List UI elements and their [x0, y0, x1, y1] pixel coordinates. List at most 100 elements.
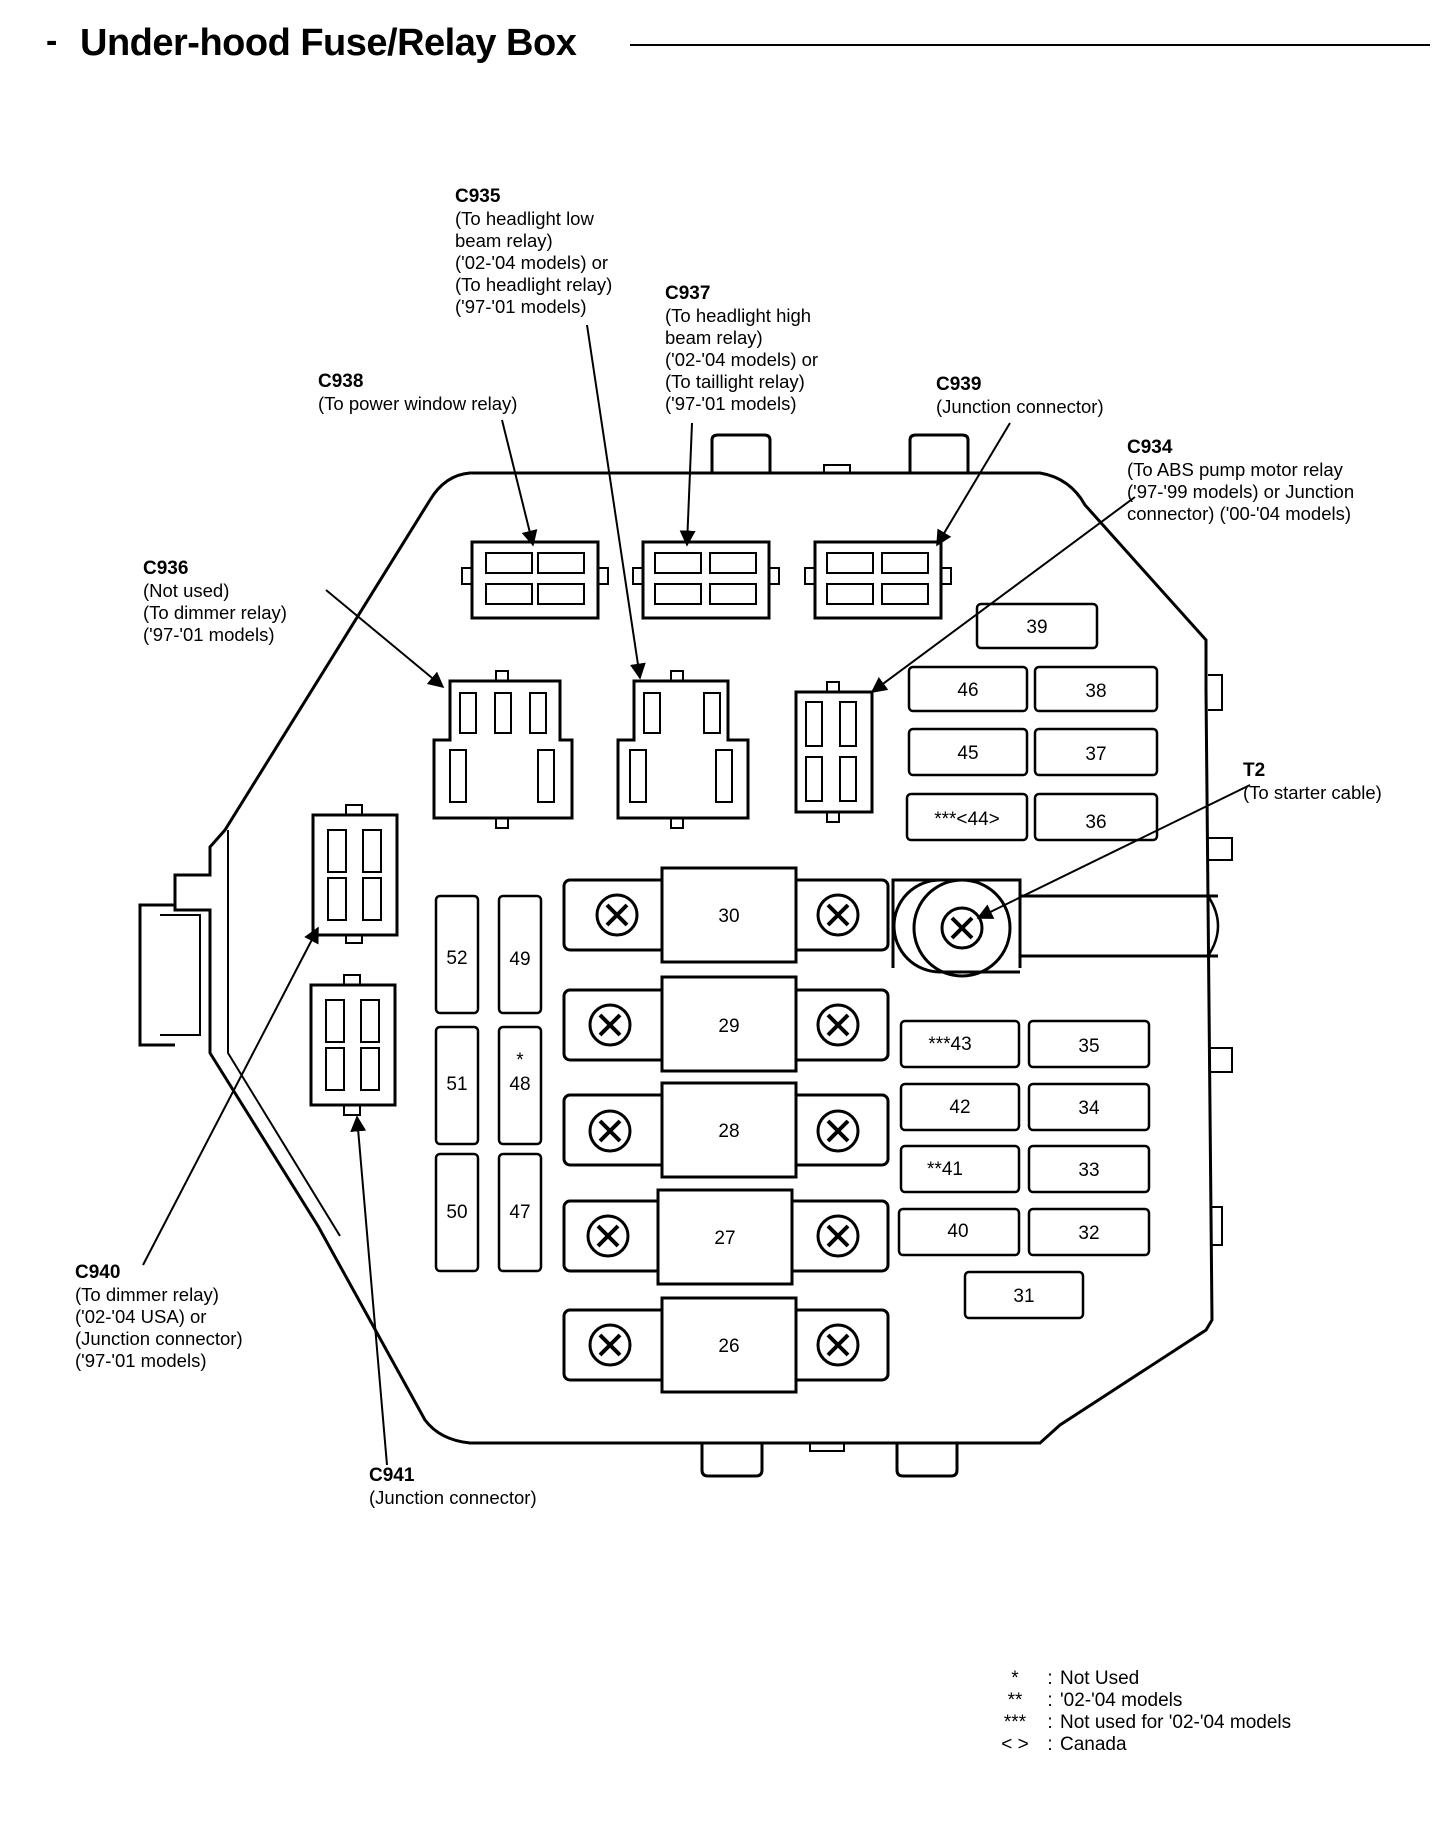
fuse-50 — [434, 1152, 480, 1273]
connector-desc: ('97-'01 models) — [143, 624, 275, 645]
right-tab — [1208, 837, 1233, 861]
fuse-label: 34 — [1078, 1098, 1100, 1119]
fuse-37 — [1033, 727, 1159, 777]
connector-desc: ('02-'04 models) or — [665, 349, 819, 370]
bottom-clip — [809, 1442, 845, 1452]
fuse-34 — [1027, 1082, 1151, 1132]
callout-c937: C937 (To headlight high beam relay) ('02… — [665, 283, 818, 415]
fuse-label: 47 — [509, 1202, 530, 1223]
connector-desc: ('97-'01 models) — [75, 1350, 207, 1371]
fuse-33 — [1027, 1144, 1151, 1194]
callout-c934: C934 (To ABS pump motor relay ('97-'99 m… — [1127, 437, 1354, 525]
legend: * : Not Used ** : '02-'04 models *** : N… — [990, 1668, 1291, 1756]
legend-row: * : Not Used — [990, 1668, 1291, 1690]
fuse-41 — [899, 1144, 1021, 1194]
fuse-label: 39 — [1026, 617, 1047, 638]
top-tab — [710, 433, 772, 473]
connector-desc: (To dimmer relay) — [143, 602, 287, 623]
fuse-40 — [897, 1207, 1021, 1257]
leader-c938 — [501, 419, 538, 547]
callout-c939: C939 (Junction connector) — [936, 374, 1104, 418]
legend-desc: Canada — [1060, 1734, 1127, 1755]
fuse-43 — [899, 1019, 1021, 1069]
leader-c940 — [142, 926, 319, 1266]
legend-symbol: ** — [1007, 1690, 1023, 1711]
connector-desc: (To power window relay) — [318, 393, 518, 414]
connector-desc: connector) ('00-'04 models) — [1127, 503, 1352, 524]
connector-code: C940 — [75, 1262, 121, 1283]
connector-code: C935 — [455, 186, 501, 207]
fuse-48 — [497, 1025, 543, 1146]
legend-row: < > : Canada — [990, 1734, 1291, 1756]
fuse-label: 51 — [446, 1074, 467, 1095]
starter-terminal — [892, 878, 1020, 974]
right-tab — [1210, 1047, 1233, 1073]
fuse-35 — [1027, 1019, 1151, 1069]
fuse-52 — [434, 894, 480, 1015]
legend-desc: Not used for '02-'04 models — [1060, 1712, 1292, 1733]
fuse-47 — [497, 1152, 543, 1273]
connector-desc: (Junction connector) — [75, 1328, 243, 1349]
connector-desc: ('02-'04 models) or — [455, 252, 609, 273]
leader-c935 — [586, 324, 646, 680]
connector-code: C937 — [665, 283, 711, 304]
leader-c937 — [679, 422, 696, 547]
left-latch — [138, 903, 175, 1047]
fuse-label: 35 — [1078, 1036, 1099, 1057]
maxi-fuse-27 — [562, 1188, 890, 1286]
fuse-38 — [1033, 665, 1159, 713]
connector-desc: (Junction connector) — [936, 396, 1104, 417]
starter-cable-end — [1206, 895, 1220, 957]
legend-symbol: * — [1011, 1668, 1019, 1689]
leader-c936 — [325, 589, 445, 689]
connector-c940-socket — [311, 804, 399, 944]
fuse-label: 31 — [1013, 1286, 1034, 1307]
fuse-label: 48 — [509, 1074, 530, 1095]
leader-c934 — [870, 496, 1136, 693]
legend-desc: Not Used — [1060, 1668, 1140, 1689]
connector-desc: ('97-'01 models) — [665, 393, 797, 414]
fuse-label: 33 — [1078, 1160, 1099, 1181]
callout-c940: C940 (To dimmer relay) ('02-'04 USA) or … — [75, 1262, 243, 1372]
connector-desc: (Not used) — [143, 580, 230, 601]
connector-code: C941 — [369, 1465, 415, 1486]
callout-c938: C938 (To power window relay) — [318, 371, 517, 415]
connector-desc: ('97-'01 models) — [455, 296, 587, 317]
legend-symbol: < > — [1001, 1734, 1029, 1755]
fuse-label: * — [516, 1050, 524, 1071]
callout-c935: C935 (To headlight low beam relay) ('02-… — [455, 186, 612, 318]
connector-desc: ('97-'99 models) or Junction — [1127, 481, 1355, 502]
right-tab — [1208, 674, 1223, 711]
fuse-label: 46 — [957, 680, 978, 701]
relay-socket-c937 — [632, 540, 780, 620]
relay-socket-c939 — [804, 540, 952, 620]
connector-desc: (To dimmer relay) — [75, 1284, 219, 1305]
fuse-label: 52 — [446, 948, 467, 969]
leader-c939 — [936, 422, 1011, 547]
fuse-39 — [975, 602, 1099, 650]
fuse-label: 38 — [1085, 681, 1106, 702]
callout-c941: C941 (Junction connector) — [369, 1465, 537, 1509]
fuse-42 — [899, 1082, 1021, 1132]
connector-desc: beam relay) — [455, 230, 553, 251]
top-clip — [823, 464, 851, 474]
legend-row: *** : Not used for '02-'04 models — [990, 1712, 1291, 1734]
fuse-label: 36 — [1085, 812, 1106, 833]
fuse-label: 30 — [718, 906, 739, 927]
maxi-fuse-26 — [562, 1296, 890, 1394]
leader-t2 — [976, 784, 1251, 919]
connector-code: C939 — [936, 374, 982, 395]
fuse-label: **41 — [927, 1159, 963, 1180]
relay-socket-c936 — [432, 670, 574, 829]
legend-row: ** : '02-'04 models — [990, 1690, 1291, 1712]
left-latch-inner — [160, 914, 201, 1036]
connector-desc: (To ABS pump motor relay — [1127, 459, 1343, 480]
t2-screw-icon — [940, 906, 984, 950]
connector-desc: beam relay) — [665, 327, 763, 348]
page-title: Under-hood Fuse/Relay Box — [80, 22, 577, 64]
fuse-label: 42 — [949, 1097, 970, 1118]
box-inner-outline — [227, 830, 341, 1237]
fuse-31 — [963, 1270, 1085, 1320]
legend-separator: : — [1047, 1712, 1053, 1733]
